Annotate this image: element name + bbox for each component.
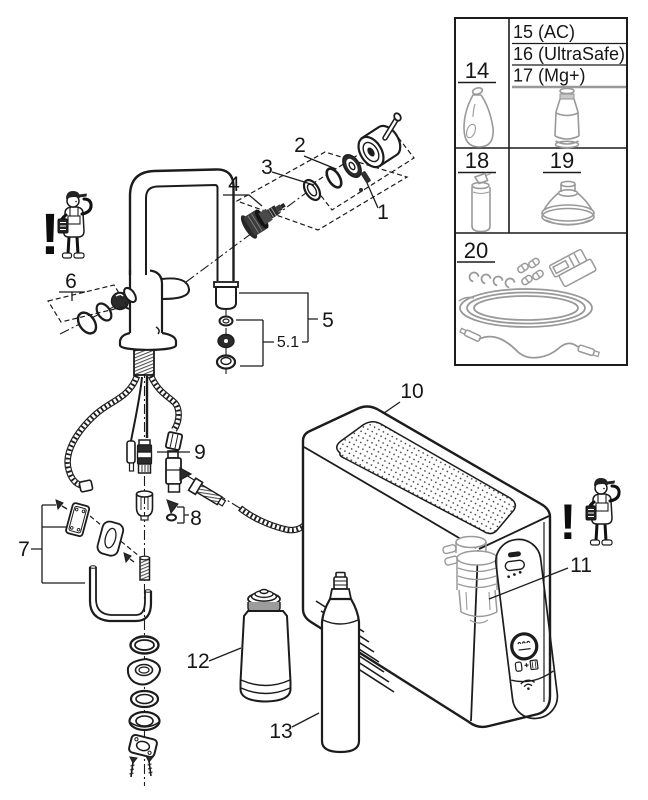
table-cell-15-label: 15 (AC) <box>513 22 575 42</box>
dispense-button <box>510 632 539 661</box>
mounting-clip-device <box>548 249 597 288</box>
mounting-bracket-parts <box>55 499 153 623</box>
quick-connectors <box>517 257 544 286</box>
callout-5-1: 5.1 <box>277 334 299 351</box>
hose-nut-fitting <box>164 431 184 451</box>
callout-6: 6 <box>65 270 77 293</box>
cooler-unit <box>301 405 559 729</box>
callout-9: 9 <box>194 441 206 464</box>
table-cell-16-label: 16 (UltraSafe) <box>513 44 625 64</box>
callout-3: 3 <box>261 156 273 179</box>
sensor-plug <box>126 440 136 464</box>
hex-connector <box>135 490 154 521</box>
table-cell-20-label: 20 <box>464 238 488 263</box>
callout-12: 12 <box>186 650 209 673</box>
callout-labels: 1 2 3 4 5 5.1 6 7 8 9 10 11 12 13 <box>18 134 592 743</box>
o-ring <box>325 167 343 189</box>
dome-ring <box>302 178 322 202</box>
supply-hoses <box>68 376 307 530</box>
cleaning-spray-18-drawing <box>471 172 492 233</box>
status-slot-icon <box>507 551 521 558</box>
callout-4: 4 <box>228 173 240 196</box>
exploded-handle-parts <box>235 112 415 239</box>
filter-cartridge-drawing <box>239 588 292 703</box>
mousseur-parts <box>215 315 237 370</box>
callout-11: 11 <box>570 554 592 577</box>
table-cell-17-label: 17 (Mg+) <box>513 66 586 86</box>
cooler-control-panel <box>494 538 559 720</box>
cleaning-bottle-14-drawing <box>463 87 494 148</box>
co2-bottle-drawing <box>320 571 361 754</box>
grub-screw <box>360 171 371 184</box>
lever-handle <box>357 112 402 169</box>
callout-2: 2 <box>294 134 306 157</box>
wifi-icon <box>520 679 536 690</box>
table-cell-18-label: 18 <box>465 148 489 173</box>
callout-8: 8 <box>190 507 202 530</box>
warning-exclamation-icon-left: ! <box>40 202 59 267</box>
callout-5: 5 <box>322 309 334 332</box>
threaded-adapter <box>187 477 227 507</box>
callout-10: 10 <box>400 380 423 403</box>
retaining-clips <box>468 271 516 289</box>
seal-parts <box>166 499 179 522</box>
coiled-hose <box>458 288 593 328</box>
plumber-icon <box>57 191 93 259</box>
bottle-filter-icon <box>514 659 539 672</box>
check-valve <box>136 439 153 474</box>
threaded-shank <box>133 349 155 376</box>
faucet-assembly <box>118 168 239 376</box>
display-window <box>504 559 525 572</box>
cooler-top-grille <box>336 421 517 535</box>
spout-end <box>213 281 239 311</box>
table-cell-19-label: 19 <box>550 148 574 173</box>
table-cell-14-label: 14 <box>465 58 489 83</box>
filter-head-adapter-19-drawing <box>541 180 595 226</box>
spare-parts-table: 14 15 (AC) 16 (UltraSafe) 17 (Mg+) 18 <box>454 17 628 366</box>
install-kit-20-drawing <box>458 249 601 359</box>
callout-1: 1 <box>377 201 389 224</box>
faucet-side-boss <box>161 277 190 300</box>
plumber-icon-right <box>584 476 621 547</box>
side-handle-parts <box>76 286 137 335</box>
callout-13: 13 <box>269 720 292 743</box>
base-mounting-parts <box>126 635 162 778</box>
connection-cable <box>459 327 601 359</box>
filter-cartridge-15-17-drawing <box>554 87 580 149</box>
warning-exclamation-icon-right: ! <box>560 494 577 550</box>
cartridge <box>240 203 286 239</box>
callout-7: 7 <box>18 538 30 561</box>
group-1-outline <box>235 151 409 231</box>
angle-tee-valve <box>165 450 193 493</box>
